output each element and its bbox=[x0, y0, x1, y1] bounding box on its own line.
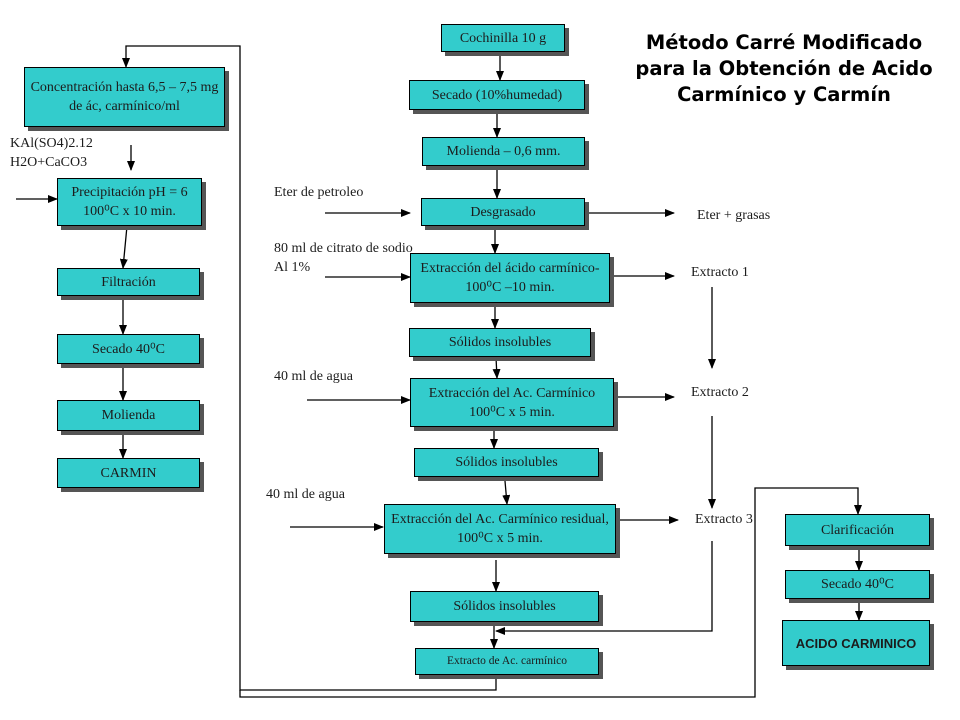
label-citrato-line1: 80 ml de citrato de sodio bbox=[274, 241, 413, 256]
label-agua1: 40 ml de agua bbox=[274, 369, 353, 384]
box-extraccion1: Extracción del ácido carmínico-100⁰C –10… bbox=[410, 253, 610, 303]
label-eter: Eter de petroleo bbox=[274, 185, 364, 200]
box-extraccion3: Extracción del Ac. Carmínico residual, 1… bbox=[384, 504, 616, 554]
arrow-to-clarificacion bbox=[239, 487, 862, 698]
box-molienda: Molienda – 0,6 mm. bbox=[422, 137, 585, 166]
label-citrato-line2: Al 1% bbox=[274, 260, 311, 275]
box-solidos2: Sólidos insolubles bbox=[414, 448, 599, 477]
box-secado-left: Secado 40⁰C bbox=[57, 334, 200, 364]
label-reagent-line1: KAl(SO4)2.12 bbox=[10, 136, 93, 151]
box-solidos3: Sólidos insolubles bbox=[410, 591, 599, 622]
label-reagent-line2: H2O+CaCO3 bbox=[10, 155, 88, 170]
arrow-extracto3-merge bbox=[495, 541, 713, 635]
box-precipitacion: Precipitación pH = 6 100⁰C x 10 min. bbox=[57, 178, 202, 226]
box-secado-right: Secado 40⁰C bbox=[785, 570, 930, 599]
box-desgrasado: Desgrasado bbox=[421, 198, 585, 226]
arrow-solidos1-extraccion2 bbox=[492, 356, 501, 379]
box-acido-carminico: ACIDO CARMINICO bbox=[782, 620, 930, 666]
arrow-return-concentracion bbox=[122, 45, 497, 691]
box-cochinilla: Cochinilla 10 g bbox=[441, 24, 565, 52]
diagram-title: Método Carré Modificado para la Obtenció… bbox=[635, 31, 933, 106]
box-solidos1: Sólidos insolubles bbox=[409, 328, 591, 357]
label-extracto2: Extracto 2 bbox=[691, 385, 749, 400]
label-agua2: 40 ml de agua bbox=[266, 487, 345, 502]
box-carmin: CARMIN bbox=[57, 458, 200, 488]
label-eter-grasas: Eter + grasas bbox=[697, 208, 771, 223]
box-concentracion: Concentración hasta 6,5 – 7,5 mg de ác, … bbox=[24, 67, 225, 127]
box-secado: Secado (10%humedad) bbox=[409, 80, 585, 110]
box-filtracion: Filtración bbox=[57, 268, 200, 296]
box-molienda-left: Molienda bbox=[57, 400, 200, 431]
box-extracto-ac: Extracto de Ac. carmínico bbox=[415, 648, 599, 675]
box-extraccion2: Extracción del Ac. Carmínico 100⁰C x 5 m… bbox=[410, 378, 614, 427]
arrow-precipitacion-filtracion bbox=[119, 225, 128, 269]
label-extracto1: Extracto 1 bbox=[691, 265, 749, 280]
label-extracto3: Extracto 3 bbox=[695, 512, 753, 527]
arrow-solidos2-extraccion3 bbox=[502, 480, 511, 505]
box-clarificacion: Clarificación bbox=[785, 514, 930, 546]
